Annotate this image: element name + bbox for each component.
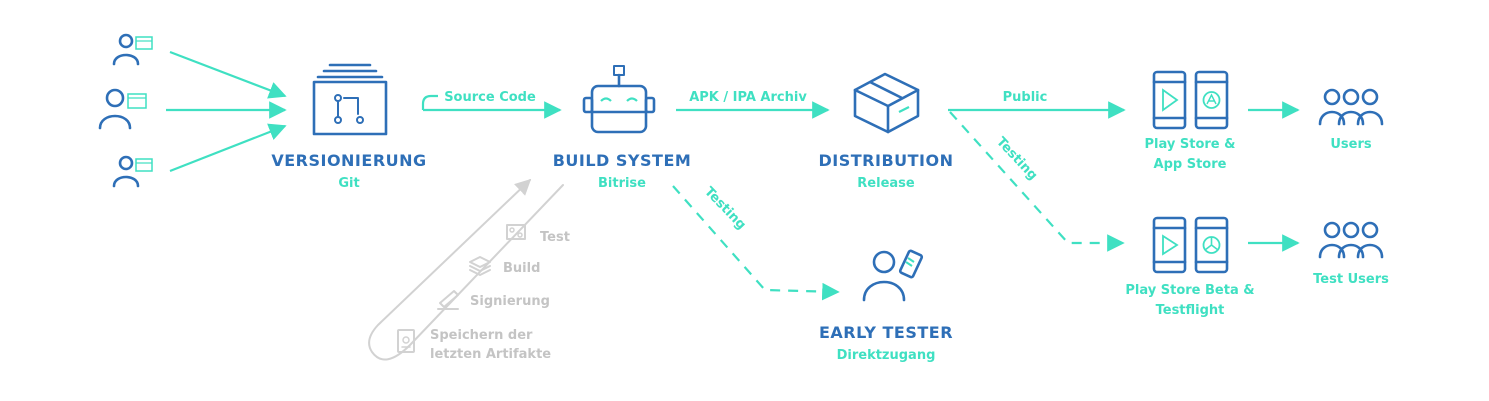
- git-repository-icon: [312, 63, 388, 136]
- distribution-subtitle: Release: [857, 176, 915, 191]
- testing-build-arrow: [672, 185, 840, 301]
- developer-arrow-3: [169, 123, 287, 173]
- test-step-label: Test: [540, 230, 570, 245]
- play-store-phone-icon: [1152, 70, 1187, 130]
- robot-icon: [582, 65, 656, 134]
- distribution-title: DISTRIBUTION: [819, 151, 954, 170]
- users-group-icon: [1318, 88, 1384, 126]
- speichern-label-line1: Speichern der: [430, 328, 533, 343]
- versionierung-title: VERSIONIERUNG: [271, 151, 426, 170]
- build-steps-loop: [368, 178, 564, 361]
- test-step-icon: [506, 224, 526, 240]
- build-system-title: BUILD SYSTEM: [553, 151, 692, 170]
- developer-arrow-1: [169, 50, 287, 99]
- apk-ipa-label: APK / IPA Archiv: [689, 90, 807, 105]
- test-users-group-icon: [1318, 221, 1384, 259]
- speichern-label-line2: letzten Artifakte: [430, 347, 551, 362]
- testing-distribution-arrow: [949, 111, 1125, 252]
- testflight-phone-icon: [1194, 216, 1229, 274]
- users-label: Users: [1330, 137, 1372, 152]
- stores-beta-label-line1: Play Store Beta &: [1125, 283, 1254, 298]
- package-box-icon: [853, 72, 920, 134]
- signierung-step-label: Signierung: [470, 294, 550, 309]
- early-tester-subtitle: Direktzugang: [837, 348, 936, 363]
- layers-icon: [469, 256, 491, 276]
- versionierung-subtitle: Git: [338, 176, 359, 191]
- source-code-label: Source Code: [444, 90, 536, 105]
- testing-build-label: Testing: [701, 184, 749, 232]
- certificate-icon: [397, 329, 415, 353]
- stores-public-label-line1: Play Store &: [1145, 137, 1236, 152]
- test-users-label: Test Users: [1313, 272, 1389, 287]
- build-step-label: Build: [503, 261, 540, 276]
- stores-public-label-line2: App Store: [1154, 157, 1227, 172]
- stores-beta-label-line2: Testflight: [1156, 303, 1225, 318]
- app-store-phone-icon: [1194, 70, 1229, 130]
- early-tester-title: EARLY TESTER: [819, 323, 953, 342]
- signature-icon: [437, 290, 459, 310]
- early-tester-icon: [862, 249, 924, 302]
- testing-distribution-label: Testing: [993, 134, 1040, 183]
- developer-icon-2: [98, 88, 147, 130]
- build-system-subtitle: Bitrise: [598, 176, 646, 191]
- developer-icon-1: [112, 33, 153, 66]
- developer-icon-3: [112, 155, 153, 188]
- source-code-hook: [421, 94, 438, 110]
- play-store-beta-phone-icon: [1152, 216, 1187, 274]
- public-label: Public: [1003, 90, 1048, 105]
